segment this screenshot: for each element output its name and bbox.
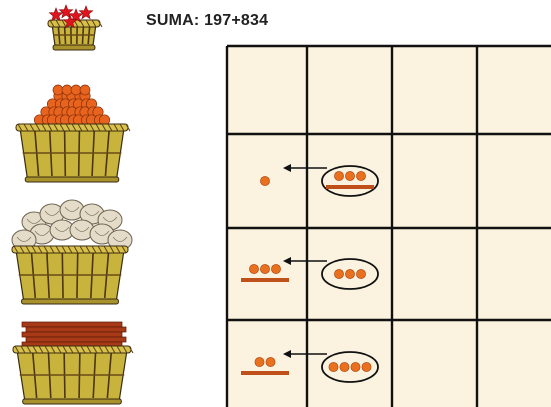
basket-base [23, 399, 122, 404]
basket-shells [12, 200, 132, 304]
maya-dot [334, 171, 343, 180]
brown-bar [26, 337, 126, 342]
maya-bar [326, 185, 374, 189]
maya-dot [351, 362, 360, 371]
maya-bar [241, 278, 289, 282]
basket-column [0, 0, 150, 407]
maya-dot [249, 264, 258, 273]
maya-dot [271, 264, 280, 273]
maya-dot [345, 171, 354, 180]
orange [53, 85, 63, 95]
maya-number-grid [225, 44, 551, 407]
basket-base [53, 45, 95, 50]
maya-bar [241, 371, 289, 375]
basket-oranges [16, 85, 130, 182]
maya-dot [255, 357, 264, 366]
maya-dot [345, 269, 354, 278]
basket-base [22, 299, 119, 304]
basket-bars [13, 322, 133, 404]
maya-dot [356, 171, 365, 180]
red-star [79, 6, 92, 19]
maya-dot [362, 362, 371, 371]
red-star [59, 5, 72, 18]
circled-numeral [334, 269, 365, 278]
maya-dot [329, 362, 338, 371]
maya-dot [260, 176, 269, 185]
orange [62, 85, 72, 95]
maya-dot [340, 362, 349, 371]
maya-dot [334, 269, 343, 278]
maya-dot [260, 264, 269, 273]
page-title: SUMA: 197+834 [146, 12, 268, 30]
basket-base [25, 177, 118, 182]
orange [80, 85, 90, 95]
grid-background [227, 46, 551, 407]
brown-bar [26, 327, 126, 332]
brown-bar [22, 332, 122, 337]
maya-dot [356, 269, 365, 278]
result-numeral [260, 176, 269, 185]
orange [71, 85, 81, 95]
maya-dot [266, 357, 275, 366]
brown-bar [22, 322, 122, 327]
basket-red-stars [48, 5, 102, 50]
